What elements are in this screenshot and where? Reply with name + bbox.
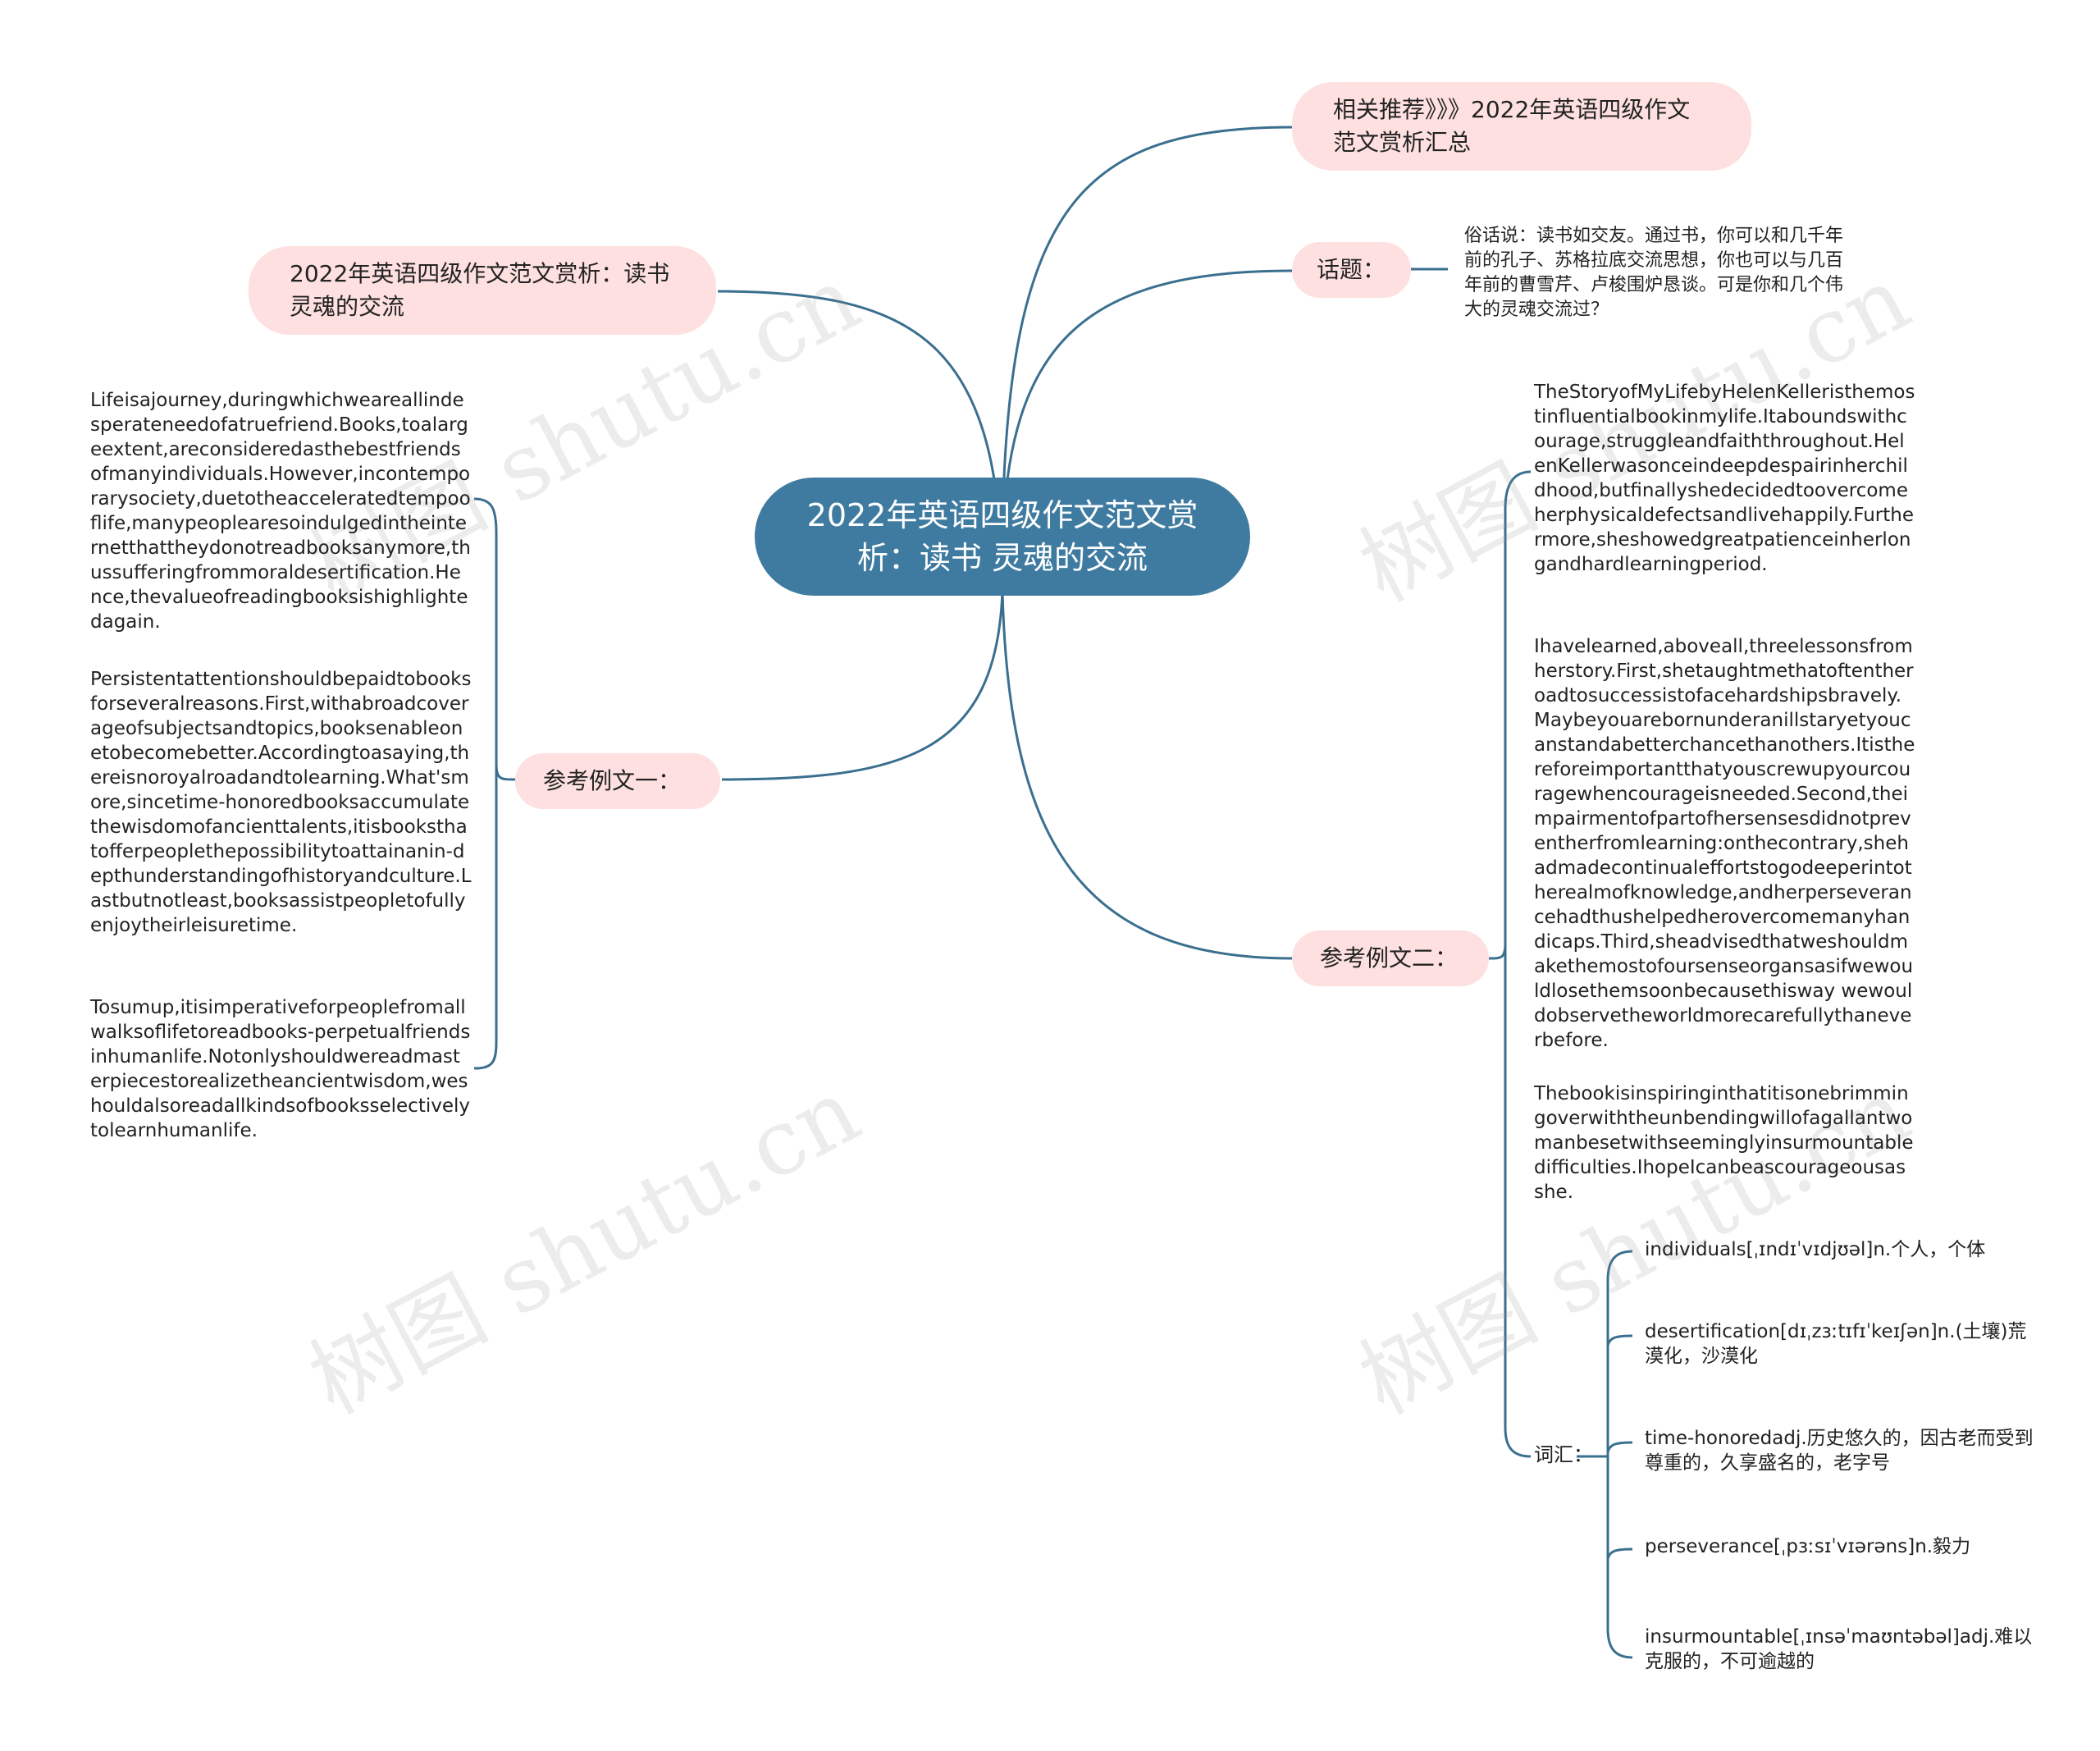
- connector-example2-bracket: [1488, 943, 1507, 960]
- center-title: 2022年英语四级作文范文赏析：读书 灵魂的交流: [806, 497, 1198, 576]
- node-topic-label: 话题：: [1317, 256, 1386, 283]
- node-left-top-label: 2022年英语四级作文范文赏析：读书灵魂的交流: [290, 260, 670, 320]
- vocab-item-4: perseverance[ˌpɜːsɪˈvɪərəns]n.毅力: [1645, 1536, 1971, 1557]
- example1-paragraph-2: Persistentattentionshouldbepaidtobooksfo…: [90, 669, 472, 936]
- vocab-item-5: insurmountable[ˌɪnsəˈmaʊntəbəl]adj.难以克服的…: [1645, 1626, 2033, 1672]
- vocab-item-2: desertification[dɪˌzɜːtɪfɪˈkeɪʃən]n.(土壤)…: [1645, 1321, 2027, 1367]
- tick-vocab-2: [1606, 1334, 1633, 1346]
- vocab-item-3: time-honoredadj.历史悠久的，因古老而受到尊重的，久享盛名的，老字…: [1645, 1428, 2034, 1474]
- connector-topic: [1001, 269, 1293, 542]
- connector-example2: [1001, 590, 1293, 960]
- example1-paragraph-3: Tosumup,itisimperativeforpeoplefromallwa…: [90, 997, 471, 1141]
- tick-vocab-4: [1606, 1548, 1633, 1560]
- example2-paragraph-3: Thebookisinspiringinthatitisonebrimmingo…: [1534, 1083, 1914, 1203]
- center-node[interactable]: 2022年英语四级作文范文赏析：读书 灵魂的交流: [755, 478, 1250, 596]
- bracket-vocab: [1606, 1250, 1633, 1659]
- node-example1-label: 参考例文一：: [543, 767, 682, 794]
- connector-example1-bracket: [495, 762, 516, 781]
- connector-related: [1001, 126, 1293, 526]
- connector-example1: [721, 590, 1004, 781]
- vocab-label: 词汇：: [1534, 1443, 1593, 1466]
- tick-vocab-3: [1606, 1441, 1633, 1453]
- node-related[interactable]: 相关推荐》》》2022年英语四级作文范文赏析汇总: [1292, 82, 1751, 171]
- topic-text: 俗话说：读书如交友。通过书，你可以和几千年前的孔子、苏格拉底交流思想，你也可以与…: [1464, 226, 1844, 320]
- node-related-label: 相关推荐》》》2022年英语四级作文范文赏析汇总: [1333, 96, 1691, 156]
- bracket-example2: [1504, 470, 1532, 1458]
- node-example2-label: 参考例文二：: [1320, 944, 1459, 972]
- node-example2[interactable]: 参考例文二：: [1292, 930, 1489, 986]
- example2-paragraph-1: TheStoryofMyLifebyHelenKelleristhemostin…: [1534, 382, 1915, 575]
- node-example1[interactable]: 参考例文一：: [515, 753, 720, 809]
- example2-paragraph-2: Ihavelearned,aboveall,threelessonsfromhe…: [1534, 636, 1915, 1051]
- bracket-example1: [473, 497, 498, 1070]
- vocab-item-1: individuals[ˌɪndɪˈvɪdjʊəl]n.个人，个体: [1645, 1239, 1986, 1260]
- node-left-top[interactable]: 2022年英语四级作文范文赏析：读书灵魂的交流: [249, 246, 716, 335]
- node-topic[interactable]: 话题：: [1292, 242, 1411, 298]
- example1-paragraph-1: Lifeisajourney,duringwhichweareallindesp…: [90, 390, 471, 633]
